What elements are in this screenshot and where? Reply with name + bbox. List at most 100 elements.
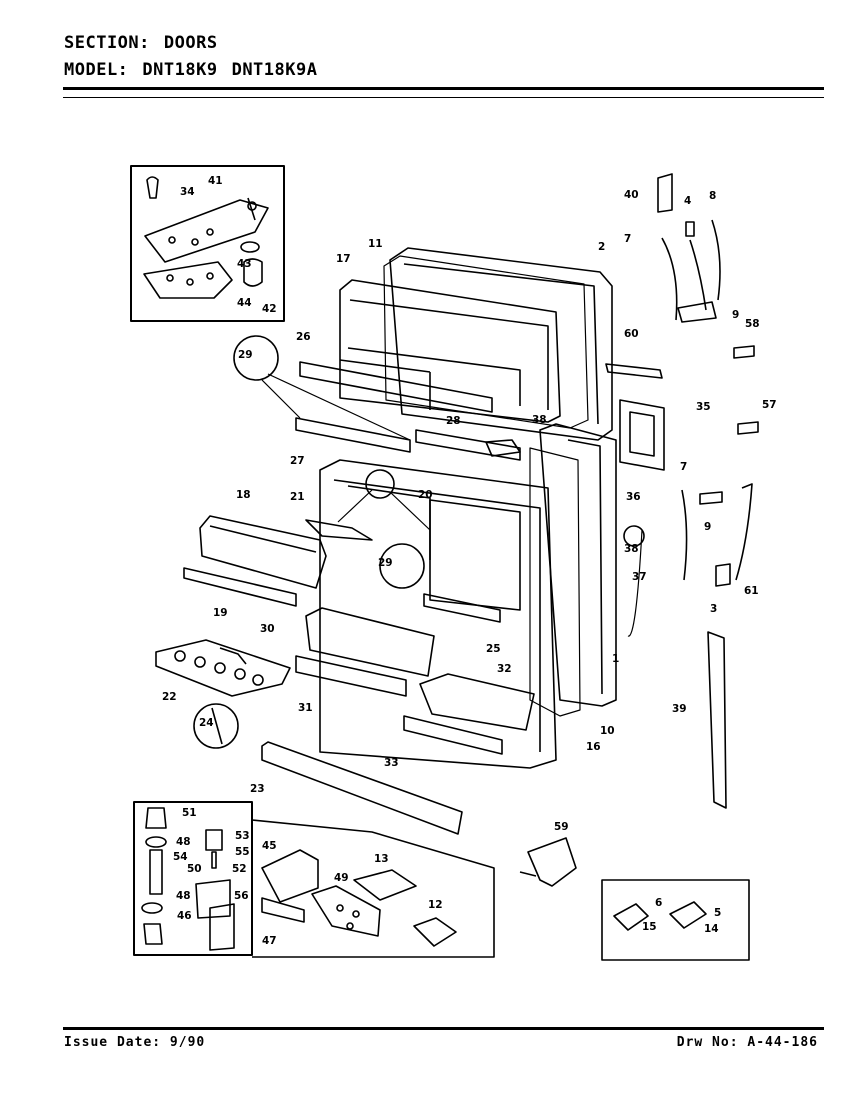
hinge-top-inset	[130, 165, 285, 322]
shelf-26	[299, 361, 493, 413]
callout-49: 49	[334, 872, 349, 884]
hinge-cover-7a	[661, 237, 678, 321]
callout-50: 50	[187, 863, 202, 875]
callout-38: 38	[532, 414, 547, 426]
plate-45	[261, 849, 319, 903]
part-40	[657, 173, 673, 213]
freezer-door-outer	[389, 247, 613, 441]
callout-56: 56	[234, 890, 249, 902]
callout-59: 59	[554, 821, 569, 833]
callout-47: 47	[262, 935, 277, 947]
rail-31	[295, 655, 407, 697]
callout-11: 11	[368, 238, 383, 250]
header-rule-thick	[63, 87, 824, 90]
callout-3: 3	[710, 603, 717, 615]
channel-39	[707, 631, 727, 809]
callout-16: 16	[586, 741, 601, 753]
callout-60: 60	[624, 328, 639, 340]
callout-20: 20	[418, 489, 433, 501]
callout-27: 27	[290, 455, 305, 467]
callout-37: 37	[632, 571, 647, 583]
callout-14: 14	[704, 923, 719, 935]
footer-rule	[63, 1027, 824, 1030]
callout-6: 6	[655, 897, 662, 909]
callout-53: 53	[235, 830, 250, 842]
issue-date: Issue Date: 9/90	[64, 1035, 205, 1050]
bottom-trim-23	[261, 741, 463, 835]
washer-48	[141, 902, 163, 914]
rail-33	[403, 715, 503, 755]
callout-8: 8	[709, 190, 716, 202]
bracket-52	[195, 879, 231, 919]
hinge-plate-41	[144, 199, 269, 263]
callout-44: 44	[237, 297, 252, 309]
callout-55: 55	[235, 846, 250, 858]
callout-39: 39	[672, 703, 687, 715]
callout-18: 18	[236, 489, 251, 501]
detail-circle-24	[193, 703, 239, 749]
callout-32: 32	[497, 663, 512, 675]
hinge-cover-7b	[681, 489, 688, 581]
section-line: SECTION:DOORS	[64, 33, 218, 53]
drawing-number: Drw No: A-44-186	[677, 1035, 818, 1050]
detail-circle-29b	[379, 543, 425, 589]
food-door-outer	[539, 423, 617, 707]
callout-2: 2	[598, 241, 605, 253]
callout-48: 48	[176, 890, 191, 902]
callout-21: 21	[290, 491, 305, 503]
callout-1: 1	[612, 653, 619, 665]
callout-28: 28	[446, 415, 461, 427]
part-21	[305, 519, 373, 541]
model-number-1: DNT18K9	[142, 60, 218, 80]
callout-7: 7	[680, 461, 687, 473]
callout-29: 29	[238, 349, 253, 361]
issue-date-label: Issue Date:	[64, 1035, 162, 1050]
header-rule-thin	[63, 97, 824, 98]
bracket-35	[619, 399, 665, 471]
callout-19: 19	[213, 607, 228, 619]
drawing-number-label: Drw No:	[676, 1035, 739, 1050]
drawing-number-value: A-44-186	[747, 1035, 818, 1050]
callout-38: 38	[624, 543, 639, 555]
pin-hinge-15	[613, 903, 649, 931]
hinge-parts-box	[251, 819, 495, 958]
callout-57: 57	[762, 399, 777, 411]
screw-34	[146, 176, 159, 199]
section-label: SECTION:	[64, 33, 150, 53]
freezer-liner	[339, 279, 561, 423]
callout-51: 51	[182, 807, 197, 819]
hinge-9b	[699, 491, 723, 505]
callout-42: 42	[262, 303, 277, 315]
callout-9: 9	[732, 309, 739, 321]
callout-40: 40	[624, 189, 639, 201]
part-8	[711, 219, 721, 301]
bin-32	[419, 673, 535, 731]
callout-26: 26	[296, 331, 311, 343]
plate-12	[413, 917, 457, 947]
callout-52: 52	[232, 863, 247, 875]
callout-24: 24	[199, 717, 214, 729]
callout-48: 48	[176, 836, 191, 848]
bin-30	[305, 607, 435, 677]
callout-30: 30	[260, 623, 275, 635]
callout-61: 61	[744, 585, 759, 597]
plate-49	[311, 885, 381, 937]
callout-10: 10	[600, 725, 615, 737]
trim-19	[183, 567, 297, 607]
detail-circle-29a	[233, 335, 279, 381]
callout-36: 36	[626, 491, 641, 503]
plate-13	[353, 869, 417, 901]
dairy-door-18	[199, 515, 327, 589]
part-57	[737, 421, 759, 435]
callout-45: 45	[262, 840, 277, 852]
callout-labels: 1234567789910111213141516171819202122232…	[162, 175, 777, 947]
callout-15: 15	[642, 921, 657, 933]
screw-55	[211, 851, 217, 869]
callout-35: 35	[696, 401, 711, 413]
plate-47	[261, 897, 305, 923]
callout-9: 9	[704, 521, 711, 533]
bracket-56	[209, 903, 235, 951]
food-liner	[319, 459, 557, 769]
